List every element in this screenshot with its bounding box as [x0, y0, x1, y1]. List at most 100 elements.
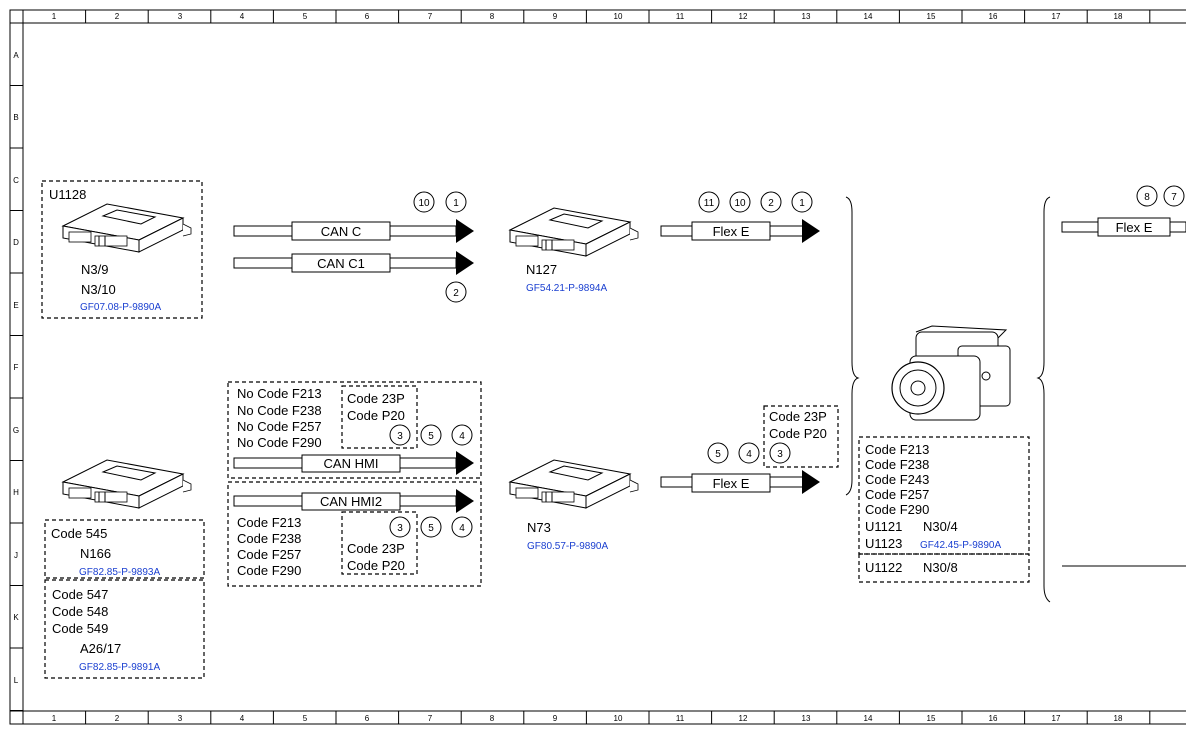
ecu-a26-name: A26/17: [80, 641, 121, 656]
connector-number: 10: [418, 198, 430, 209]
flex-mid-code-frame: [763, 405, 839, 468]
grid-col-14-bottom: 14: [864, 714, 873, 723]
flex-mid-code: Code P20: [769, 426, 827, 441]
grid-col-9-bottom: 9: [553, 714, 558, 723]
grid-row-f: F: [14, 363, 19, 372]
hmi-top-code: No Code F238: [237, 403, 322, 418]
hmi-bottom-code: Code F238: [237, 531, 301, 546]
connector-number: 2: [453, 288, 459, 299]
drawing-frame: [9, 9, 1186, 725]
esp-u1123: U1123: [865, 536, 902, 551]
flex-mid-code: Code 23P: [769, 409, 827, 424]
ecu-a26-frame: [44, 579, 205, 679]
connector-number: 4: [746, 449, 752, 460]
brace-left: [845, 196, 860, 496]
bus-can-hmi2-label: CAN HMI2: [320, 494, 382, 509]
row-ticks: [10, 22, 23, 711]
esp-n30-4: N30/4: [923, 519, 958, 534]
ecu-a26-ref[interactable]: GF82.85-P-9891A: [79, 662, 160, 673]
ecu-n127-name: N127: [526, 262, 557, 277]
grid-top-labels: 1 2 3 4 5 6 7 8 9 10 11 12 13 14 15 16 1…: [52, 12, 1123, 21]
ecu-n127-ref[interactable]: GF54.21-P-9894A: [526, 283, 607, 294]
connector-number: 1: [799, 198, 805, 209]
esp-code: Code F238: [865, 457, 929, 472]
hmi-bottom-frame: [227, 481, 482, 587]
grid-row-c: C: [13, 176, 19, 185]
connector-number: 3: [397, 523, 403, 534]
ecu-a26-group: Code 547 Code 548 Code 549 A26/17 GF82.8…: [44, 579, 205, 679]
connector-number: 5: [428, 431, 434, 442]
ecu-u1128-group: U1128 N3/9 N3/10 GF07.08-P-9890A: [41, 180, 203, 319]
hmi-top-code: No Code F257: [237, 419, 322, 434]
grid-col-3: 3: [178, 12, 183, 21]
connector-number: 1: [453, 198, 459, 209]
grid-col-13: 13: [802, 12, 811, 21]
ecu-n166-frame: [44, 519, 205, 579]
esp-u1121: U1121: [865, 519, 902, 534]
grid-col-7-bottom: 7: [428, 714, 433, 723]
grid-col-8-bottom: 8: [490, 714, 495, 723]
grid-row-h: H: [13, 488, 19, 497]
grid-col-14: 14: [864, 12, 873, 21]
control-unit-icon: [62, 459, 192, 509]
grid-col-6: 6: [365, 12, 370, 21]
grid-col-16-bottom: 16: [989, 714, 998, 723]
bus-can-c1-label: CAN C1: [317, 256, 365, 271]
grid-bottom-labels: 1 2 3 4 5 6 7 8 9 10 11 12 13 14 15 16 1…: [52, 714, 1123, 723]
connector-number: 5: [715, 449, 721, 460]
hmi-bottom-code: Code F257: [237, 547, 301, 562]
ecu-n127-group: N127 GF54.21-P-9894A: [509, 207, 639, 294]
connector-number: 4: [459, 523, 465, 534]
grid-col-5: 5: [303, 12, 308, 21]
hmi-bottom-code: Code F213: [237, 515, 301, 530]
grid-col-1-bottom: 1: [52, 714, 57, 723]
esp-unit-group: Code F213 Code F238 Code F243 Code F257 …: [858, 325, 1030, 583]
grid-col-9: 9: [553, 12, 558, 21]
hmi-bottom-inner: Code 23P: [347, 541, 405, 556]
hydraulic-unit-icon: [891, 325, 1011, 421]
grid-col-6-bottom: 6: [365, 714, 370, 723]
connector-number: 3: [397, 431, 403, 442]
bus-can-c-label: CAN C: [321, 224, 361, 239]
hmi-top-inner: Code P20: [347, 408, 405, 423]
ecu-n73-name: N73: [527, 520, 551, 535]
control-unit-icon: [509, 459, 639, 509]
bus-flex-e-top: Flex E 11 10 2 1: [660, 191, 820, 243]
hmi-bottom-inner-frame: [341, 511, 418, 575]
grid-col-1: 1: [52, 12, 57, 21]
esp-ref[interactable]: GF42.45-P-9890A: [920, 540, 1001, 551]
ecu-a26-code: Code 549: [52, 621, 108, 636]
esp-n30-8: N30/8: [923, 560, 958, 575]
grid-col-15: 15: [927, 12, 936, 21]
grid-col-2: 2: [115, 12, 120, 21]
connector-number: 3: [777, 449, 783, 460]
grid-col-4-bottom: 4: [240, 714, 245, 723]
esp-u1122-frame: [858, 553, 1030, 583]
grid-col-15-bottom: 15: [927, 714, 936, 723]
ecu-a26-code: Code 547: [52, 587, 108, 602]
ecu-u1128-ref[interactable]: GF07.08-P-9890A: [80, 302, 161, 313]
bus-flex-e-right: Flex E 8 7: [1061, 185, 1186, 237]
connector-number: 10: [734, 198, 746, 209]
ecu-u1128-n1: N3/9: [81, 262, 108, 277]
grid-col-17-bottom: 17: [1052, 714, 1061, 723]
bus-can-hmi-label: CAN HMI: [324, 456, 379, 471]
bus-flex-e-mid: Code 23P Code P20 5 4 3 Flex E: [660, 405, 839, 494]
ecu-n166-ref[interactable]: GF82.85-P-9893A: [79, 567, 160, 578]
ecu-n166-group: Code 545 N166 GF82.85-P-9893A: [44, 459, 205, 579]
grid-row-e: E: [13, 301, 18, 310]
grid-row-k: K: [13, 613, 19, 622]
grid-col-7: 7: [428, 12, 433, 21]
bus-flex-e-right-label: Flex E: [1116, 220, 1153, 235]
grid-row-g: G: [13, 426, 19, 435]
hmi-top-code: No Code F290: [237, 435, 322, 450]
connector-number: 2: [768, 198, 774, 209]
ecu-n73-ref[interactable]: GF80.57-P-9890A: [527, 541, 608, 552]
grid-col-17: 17: [1052, 12, 1061, 21]
connector-number: 11: [704, 198, 715, 209]
esp-code: Code F290: [865, 502, 929, 517]
grid-col-18: 18: [1114, 12, 1123, 21]
grid-col-4: 4: [240, 12, 245, 21]
ecu-n166-name: N166: [80, 546, 111, 561]
